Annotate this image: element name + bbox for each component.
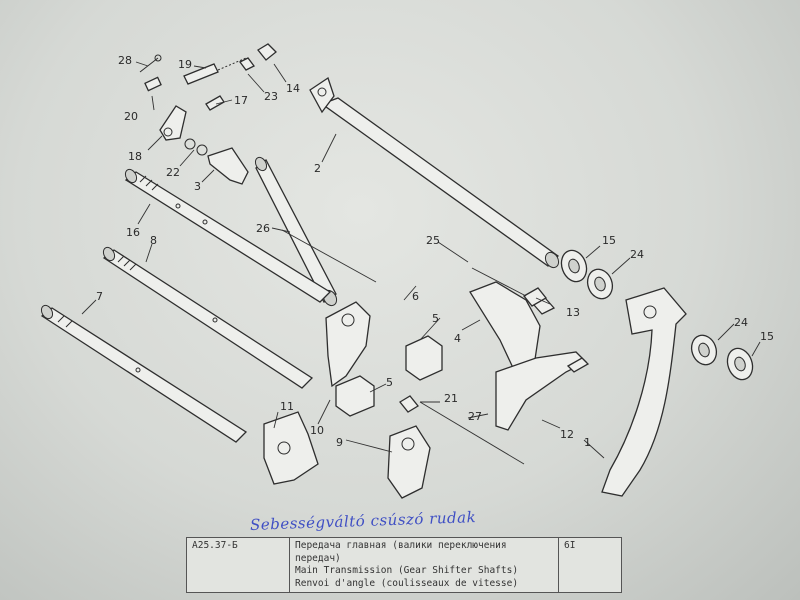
part-label-7: 7	[96, 290, 103, 303]
thin-rods-group	[281, 229, 527, 465]
shaft-part-7	[40, 304, 248, 443]
caption-line-english: Main Transmission (Gear Shifter Shafts)	[295, 565, 519, 576]
part-label-25: 25	[426, 234, 440, 247]
washers-group	[560, 249, 754, 381]
part-label-3: 3	[194, 180, 201, 193]
part-label-28: 28	[118, 54, 132, 67]
caption-line-french: Renvoi d'angle (coulisseaux de vitesse)	[295, 577, 519, 589]
leader-lines	[81, 61, 761, 459]
part-label-16: 16	[126, 226, 140, 239]
caption-page-cell: 6I	[558, 537, 622, 593]
part-label-15-right: 15	[760, 330, 774, 343]
part-label-12: 12	[560, 428, 574, 441]
part-label-20: 20	[124, 110, 138, 123]
part-label-14: 14	[286, 82, 300, 95]
part-label-15-top: 15	[602, 234, 616, 247]
part-label-2: 2	[314, 162, 321, 175]
part-label-5-bottom: 5	[386, 376, 393, 389]
part-label-5-top: 5	[432, 312, 439, 325]
forks-group	[263, 281, 590, 499]
part-label-13: 13	[566, 306, 580, 319]
part-label-4: 4	[454, 332, 461, 345]
caption-page-number: 6I	[564, 540, 576, 551]
part-label-10: 10	[310, 424, 324, 437]
fork-part-1	[601, 287, 687, 497]
shaft-part-8	[102, 246, 314, 389]
shaft-part-16	[124, 168, 332, 303]
caption-line-russian-2: передач)	[295, 552, 341, 564]
small-parts-group	[139, 43, 277, 185]
part-number-labels: 28 19 14 20 17 23 18 22 3 2 16 8 26 25 1…	[96, 54, 774, 449]
part-label-1: 1	[584, 436, 591, 449]
part-label-9: 9	[336, 436, 343, 449]
part-label-23: 23	[264, 90, 278, 103]
part-label-26: 26	[256, 222, 270, 235]
caption-title-cell: Передача главная (валики переключения пе…	[289, 537, 559, 593]
shaft-part-2	[309, 76, 560, 269]
part-label-8: 8	[150, 234, 157, 247]
part-label-24-top: 24	[630, 248, 644, 261]
part-label-21: 21	[444, 392, 458, 405]
part-label-24-right: 24	[734, 316, 748, 329]
caption-table: A25.37-Б Передача главная (валики перекл…	[186, 537, 622, 593]
part-label-27: 27	[468, 410, 482, 423]
part-label-19: 19	[178, 58, 192, 71]
part-label-17: 17	[234, 94, 248, 107]
part-label-18: 18	[128, 150, 142, 163]
part-label-6: 6	[412, 290, 419, 303]
part-label-11: 11	[280, 400, 294, 413]
caption-line-russian-1: Передача главная (валики переключения	[295, 540, 507, 551]
caption-code: A25.37-Б	[192, 540, 238, 551]
part-label-22: 22	[166, 166, 180, 179]
shaft-part-6	[254, 156, 338, 307]
caption-code-cell: A25.37-Б	[186, 537, 290, 593]
